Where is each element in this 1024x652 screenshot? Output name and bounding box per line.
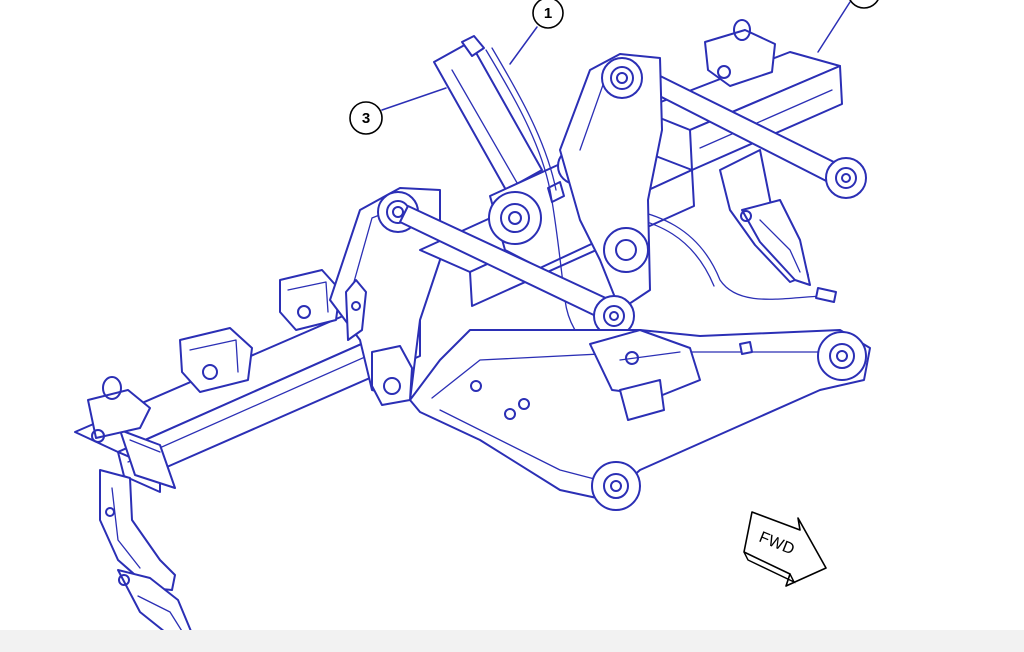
bottom-band <box>0 630 1024 652</box>
callout-3: 3 <box>349 87 447 135</box>
callout-3-label: 3 <box>362 110 370 127</box>
right-shank <box>719 149 811 286</box>
right-mount-plate <box>559 53 663 311</box>
lower-mounting-frame <box>409 329 871 501</box>
callout-2-partial <box>817 0 879 53</box>
link-eye-right-upper <box>825 157 867 199</box>
left-shank <box>99 469 199 649</box>
callout-1-label: 1 <box>544 5 552 22</box>
lower-pivot-right <box>817 331 867 381</box>
left-mount-plate <box>329 187 441 406</box>
shank-pocket-1 <box>179 327 253 393</box>
callout-1: 1 <box>509 0 564 65</box>
tow-eye-left <box>87 376 151 443</box>
shank-pocket-2 <box>279 269 341 331</box>
lower-pivot-front <box>591 461 641 511</box>
fwd-arrow: FWD <box>743 511 827 587</box>
tow-eye-right <box>704 19 776 87</box>
